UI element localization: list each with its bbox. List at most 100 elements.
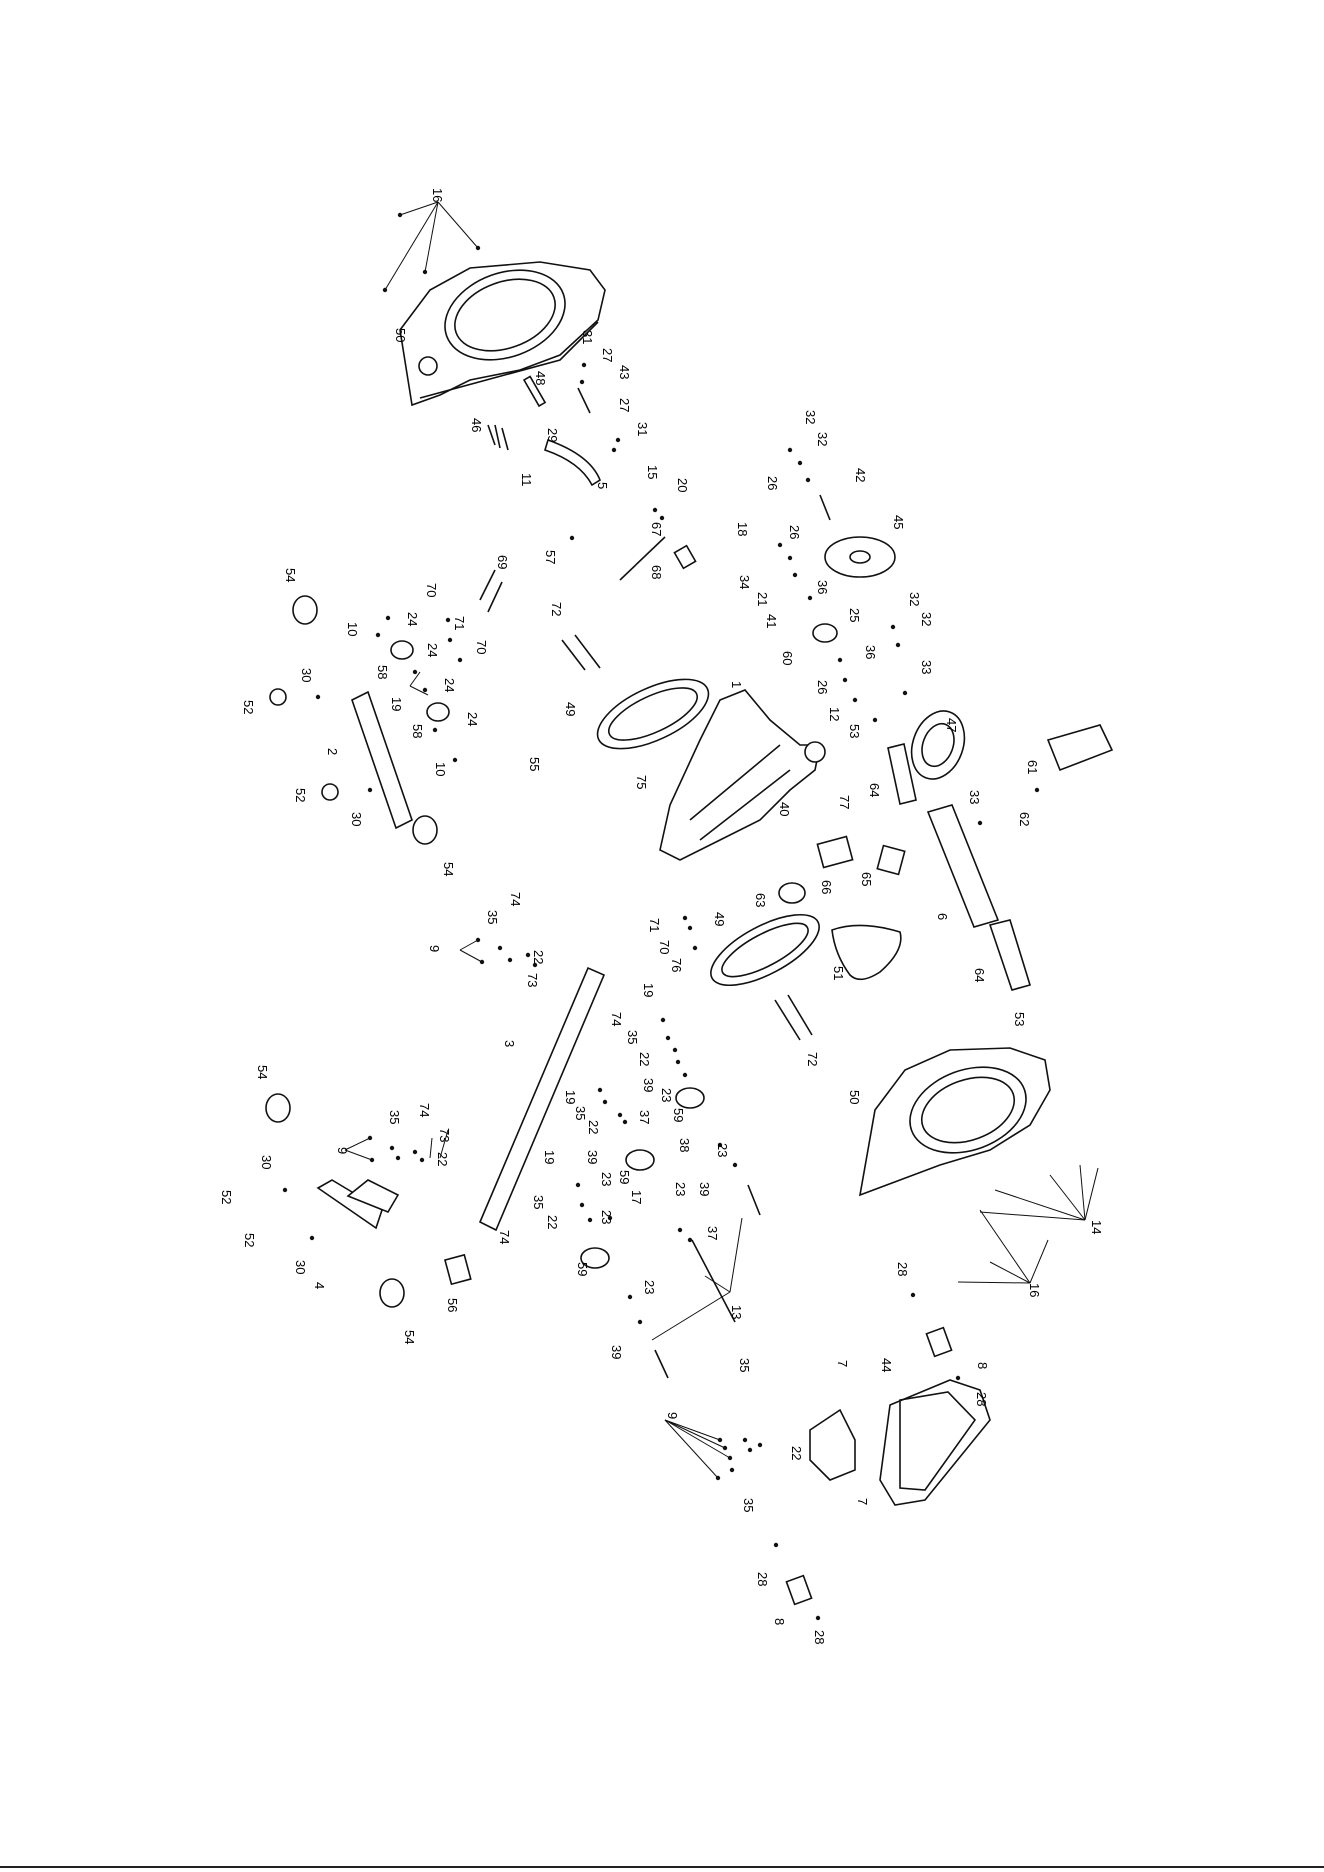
callout-c70b: 70	[474, 640, 489, 654]
part-shapes	[265, 261, 1114, 1606]
callout-c11: 11	[519, 473, 534, 487]
callout-c56: 56	[445, 1298, 460, 1312]
callout-c23d: 23	[715, 1143, 730, 1157]
roller-60	[812, 623, 838, 643]
center-rail	[478, 966, 606, 1232]
callout-c28b: 28	[974, 1392, 989, 1406]
block-56	[443, 1253, 472, 1286]
bolt-13c	[654, 1349, 669, 1379]
callout-c65: 65	[859, 872, 874, 886]
callout-c37b: 37	[705, 1226, 720, 1240]
callout-c59a: 59	[671, 1108, 686, 1122]
callout-c19b: 19	[641, 983, 656, 997]
bolt-43	[577, 387, 591, 414]
callout-c23a: 23	[659, 1088, 674, 1102]
callout-c36b: 36	[863, 645, 878, 659]
callout-c73a: 73	[525, 973, 540, 987]
bolt-69b	[487, 581, 503, 613]
callout-c27b: 27	[617, 398, 632, 412]
tube-64a	[887, 743, 917, 805]
callout-c32c: 32	[907, 592, 922, 606]
callout-c76: 76	[669, 958, 684, 972]
callout-c71b: 71	[647, 918, 662, 932]
callout-c22c: 22	[586, 1120, 601, 1134]
roller-58a	[390, 640, 414, 660]
callout-c32d: 32	[919, 612, 934, 626]
callout-c60: 60	[780, 651, 795, 665]
callout-c39d: 39	[609, 1345, 624, 1359]
callout-c22e: 22	[545, 1215, 560, 1229]
callout-c22a: 22	[531, 950, 546, 964]
end-cap-54c	[265, 1093, 291, 1123]
callout-c18: 18	[735, 522, 750, 536]
callout-c55: 55	[527, 757, 542, 771]
callout-c52a: 52	[241, 700, 256, 714]
bolt-13b	[747, 1184, 761, 1216]
callout-c27a: 27	[600, 348, 615, 362]
callout-c24a: 24	[405, 612, 420, 626]
callout-c17: 17	[629, 1190, 644, 1204]
callout-leaders	[344, 201, 1099, 1479]
shaft-end-68	[673, 544, 697, 570]
callout-c71a: 71	[452, 616, 467, 630]
callout-c32a: 32	[803, 410, 818, 424]
callout-c8a: 8	[975, 1362, 990, 1369]
callout-c15: 15	[645, 465, 660, 479]
callout-c9a: 9	[427, 945, 442, 952]
callout-c13: 13	[729, 1305, 744, 1319]
callout-c37a: 37	[637, 1110, 652, 1124]
callout-c69: 69	[495, 555, 510, 569]
callout-c54c: 54	[255, 1065, 270, 1079]
callout-c16a: 16	[430, 188, 445, 202]
callout-c47: 47	[944, 718, 959, 732]
callout-c23e: 23	[599, 1210, 614, 1224]
callout-c2: 2	[325, 748, 340, 755]
callout-c9b: 9	[335, 1147, 350, 1154]
callout-c68: 68	[649, 565, 664, 579]
callout-c39b: 39	[585, 1150, 600, 1164]
callout-c4: 4	[312, 1282, 327, 1289]
callout-c43: 43	[617, 365, 632, 379]
callout-c34: 34	[737, 575, 752, 589]
callout-c51: 51	[831, 966, 846, 980]
callout-c54b: 54	[441, 862, 456, 876]
lower-side-cover	[858, 1047, 1051, 1197]
roller-59a	[675, 1087, 705, 1109]
callout-c61: 61	[1025, 760, 1040, 774]
bolt-69a	[479, 569, 496, 601]
bolt-72a	[561, 639, 586, 671]
callout-c74a: 74	[508, 892, 523, 906]
end-cap-54b	[412, 815, 438, 845]
callout-c19a: 19	[389, 697, 404, 711]
roller-59c	[580, 1247, 610, 1269]
callout-c20: 20	[675, 478, 690, 492]
callout-c72b: 72	[805, 1052, 820, 1066]
callout-c30a: 30	[299, 668, 314, 682]
callout-c30c: 30	[259, 1155, 274, 1169]
roller-58b	[426, 702, 450, 722]
flywheel	[910, 710, 966, 780]
callout-c35a: 35	[485, 910, 500, 924]
callout-c33b: 33	[967, 790, 982, 804]
pedal-bracket	[809, 1408, 856, 1481]
callout-c23c: 23	[673, 1182, 688, 1196]
callout-c53b: 53	[1012, 1012, 1027, 1026]
callout-c22d: 22	[435, 1152, 450, 1166]
upper-side-cover	[399, 261, 606, 407]
callout-c74b: 74	[609, 1012, 624, 1026]
bolt-72b	[574, 634, 601, 669]
drive-belt	[831, 924, 902, 981]
callout-c41: 41	[764, 614, 779, 628]
callout-c63: 63	[753, 893, 768, 907]
callout-c35b: 35	[625, 1030, 640, 1044]
roller-59b	[625, 1149, 655, 1171]
callout-c12: 12	[827, 707, 842, 721]
callout-c74d: 74	[497, 1230, 512, 1244]
tube-64b	[988, 919, 1032, 991]
callout-c35e: 35	[531, 1195, 546, 1209]
callout-c28c: 28	[755, 1572, 770, 1586]
callout-c39a: 39	[641, 1078, 656, 1092]
main-frame	[659, 689, 826, 861]
callout-c10a: 10	[345, 622, 360, 636]
